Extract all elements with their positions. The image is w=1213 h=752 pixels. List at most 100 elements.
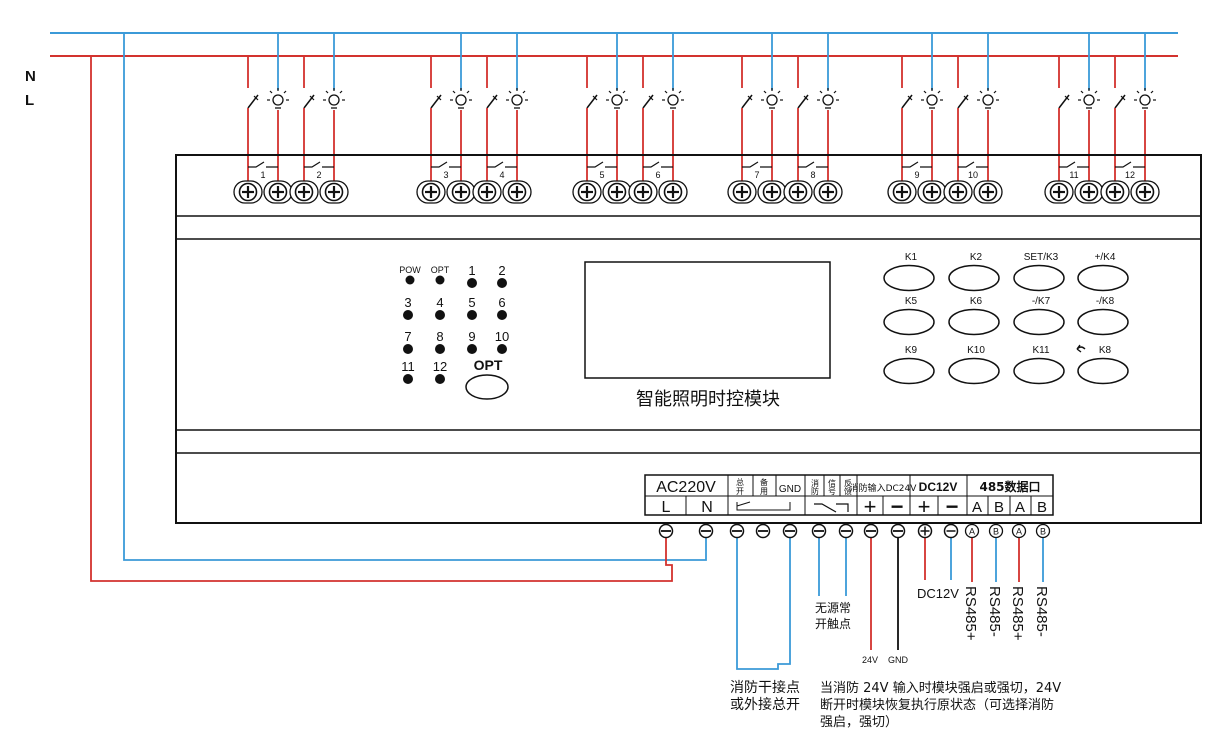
lamp-icon-12 <box>1134 88 1156 109</box>
key-button-0[interactable] <box>883 264 935 292</box>
screw-terminal-6-a[interactable] <box>628 180 658 204</box>
lamp-ray-tr-5 <box>622 90 626 94</box>
key-label-4: K5 <box>905 296 918 307</box>
key-label-6: -/K7 <box>1032 296 1051 307</box>
rs485-terminal-0[interactable]: A <box>964 523 980 539</box>
screw-terminal-5-b[interactable] <box>602 180 632 204</box>
screw-terminal-8-b[interactable] <box>813 180 843 204</box>
switch-1 <box>247 94 259 109</box>
dc12-terminal-1[interactable] <box>943 523 959 539</box>
screw-terminal-10-b[interactable] <box>973 180 1003 204</box>
module-body <box>175 154 1202 524</box>
key-button-2[interactable] <box>1013 264 1065 292</box>
screw-terminal-10-a[interactable] <box>943 180 973 204</box>
switch-tick-2 <box>309 95 315 101</box>
sig-4: 号 <box>828 487 836 496</box>
lamp-bulb-10 <box>982 94 994 106</box>
led-7 <box>403 344 413 354</box>
bottom-terminal-1[interactable] <box>698 523 714 539</box>
relay-contact-1 <box>248 161 278 168</box>
zong-label: 总 <box>736 477 744 487</box>
led-1 <box>467 278 477 288</box>
channel-label-5: 5 <box>599 170 604 180</box>
switch-tick-7 <box>747 95 753 101</box>
switch-3 <box>430 94 442 109</box>
screw-terminal-9-b[interactable] <box>917 180 947 204</box>
rs485-a2: A <box>1015 499 1025 516</box>
screw-terminal-4-b[interactable] <box>502 180 532 204</box>
screw-terminal-12-a[interactable] <box>1100 180 1130 204</box>
rs485-terminal-letter: B <box>1040 527 1046 537</box>
rs485-terminal-3[interactable]: B <box>1035 523 1051 539</box>
key-label-11: K8 <box>1099 345 1112 356</box>
key-button-9[interactable] <box>948 357 1000 385</box>
rs485-terminal-1[interactable]: B <box>988 523 1004 539</box>
led-12 <box>435 374 445 384</box>
led-4 <box>435 310 445 320</box>
screw-terminal-9-a[interactable] <box>887 180 917 204</box>
screw-terminal-2-a[interactable] <box>289 180 319 204</box>
bottom-terminal-4[interactable] <box>782 523 798 539</box>
channel-label-8: 8 <box>810 170 815 180</box>
channel-label-10: 10 <box>968 170 978 180</box>
key-button-6[interactable] <box>1013 308 1065 336</box>
opt-led <box>435 275 445 285</box>
screw-terminal-7-a[interactable] <box>727 180 757 204</box>
fire-24v-label: 24V <box>862 655 878 665</box>
key-button-10[interactable] <box>1013 357 1065 385</box>
module-title: 智能照明时控模块 <box>636 389 780 410</box>
screw-terminal-6-b[interactable] <box>658 180 688 204</box>
switch-tick-10 <box>963 95 969 101</box>
switch-10 <box>957 94 969 109</box>
switch-2 <box>303 94 315 109</box>
screw-terminal-2-b[interactable] <box>319 180 349 204</box>
lamp-bulb-12 <box>1139 94 1151 106</box>
rs485-terminal-2[interactable]: A <box>1011 523 1027 539</box>
screw-terminal-3-a[interactable] <box>416 180 446 204</box>
bottom-terminal-8[interactable] <box>890 523 906 539</box>
screw-terminal-3-b[interactable] <box>446 180 476 204</box>
relay-contact-10 <box>958 161 988 168</box>
switch-tick-11 <box>1064 95 1070 101</box>
key-button-1[interactable] <box>948 264 1000 292</box>
relay-contact-5 <box>587 161 617 168</box>
dc12-terminal-0[interactable] <box>917 523 933 539</box>
dc12v-label: DC12V <box>917 586 959 601</box>
channel-label-9: 9 <box>914 170 919 180</box>
display-group: 智能照明时控模块 <box>584 261 831 410</box>
lamp-ray-tl-6 <box>664 90 668 94</box>
opt-button[interactable] <box>465 374 509 400</box>
screw-terminal-5-a[interactable] <box>572 180 602 204</box>
key-button-5[interactable] <box>948 308 1000 336</box>
screw-terminal-1-a[interactable] <box>233 180 263 204</box>
bottom-terminal-5[interactable] <box>811 523 827 539</box>
terminal-ring <box>964 523 980 539</box>
bottom-terminal-7[interactable] <box>863 523 879 539</box>
key-button-3[interactable] <box>1077 264 1129 292</box>
screw-terminal-1-b[interactable] <box>263 180 293 204</box>
key-button-7[interactable] <box>1077 308 1129 336</box>
gnd-label: GND <box>779 484 801 495</box>
bottom-terminal-6[interactable] <box>838 523 854 539</box>
key-button-8[interactable] <box>883 357 935 385</box>
switch-tick-3 <box>436 95 442 101</box>
term-l-label: L <box>662 499 671 516</box>
key-button-11[interactable] <box>1077 357 1129 385</box>
screw-terminal-4-a[interactable] <box>472 180 502 204</box>
lamp-icon-2 <box>323 88 345 109</box>
n-feed-wire <box>123 33 707 561</box>
lamp-icon-1 <box>267 88 289 109</box>
screw-terminal-11-a[interactable] <box>1044 180 1074 204</box>
lamp-icon-5 <box>606 88 628 109</box>
bottom-terminal-3[interactable] <box>755 523 771 539</box>
bottom-terminal-2[interactable] <box>729 523 745 539</box>
screw-terminal-11-b[interactable] <box>1074 180 1104 204</box>
screw-terminal-8-a[interactable] <box>783 180 813 204</box>
bottom-terminal-0[interactable] <box>658 523 674 539</box>
lamp-ray-tr-9 <box>937 90 941 94</box>
key-label-7: -/K8 <box>1096 296 1115 307</box>
key-button-4[interactable] <box>883 308 935 336</box>
screw-terminal-12-b[interactable] <box>1130 180 1160 204</box>
screw-terminal-7-b[interactable] <box>757 180 787 204</box>
